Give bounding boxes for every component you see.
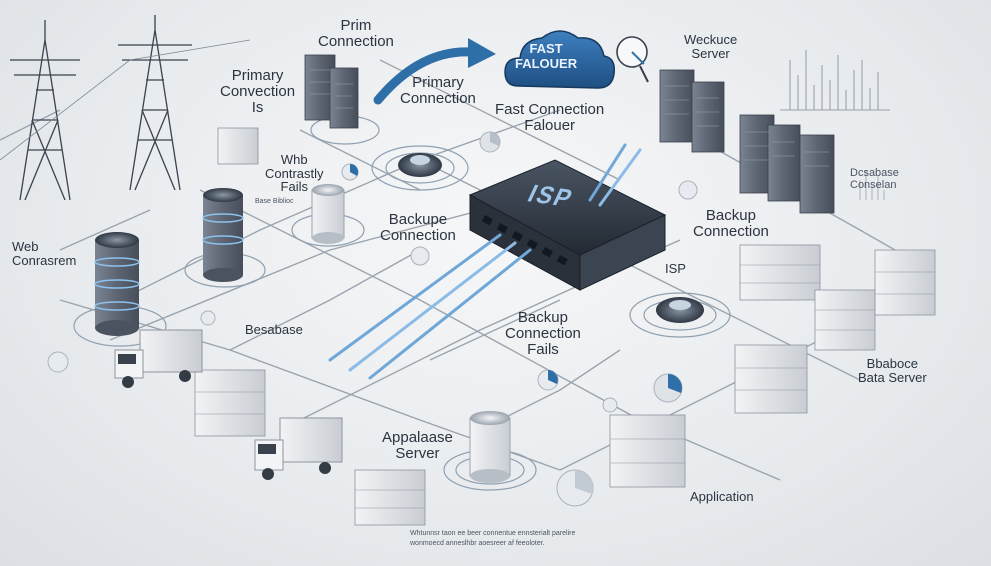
label-application: Application <box>690 489 754 504</box>
database-stack-icon <box>311 184 345 244</box>
pie-chart-icon <box>47 131 698 507</box>
footer-line-1: Whtunnsr taon ee beer connentue ennsteri… <box>410 530 576 537</box>
gauge-icon <box>616 36 649 83</box>
truck-icon <box>254 417 343 480</box>
label-tiny-caption: Base Biblioc <box>255 198 294 205</box>
failover-arrow <box>373 47 475 105</box>
cloud-icon <box>504 30 616 89</box>
database-stack-icon <box>202 188 244 282</box>
server-rack-icon <box>194 127 936 526</box>
server-rack-icon <box>304 54 835 214</box>
bar-chart-decor <box>859 170 885 200</box>
database-stack-icon <box>94 232 140 336</box>
footer-line-2: wonmoecd anneslhbr aoesreer af feeoloter… <box>410 540 545 547</box>
label-besabase: Besabase <box>245 322 303 337</box>
network-cables <box>328 143 642 380</box>
router-disc-icon <box>398 153 704 323</box>
truck-icon <box>114 329 203 388</box>
bar-chart-decor <box>780 50 890 111</box>
power-tower-icon <box>10 20 80 201</box>
network-switch-icon <box>468 159 667 291</box>
database-stack-icon <box>469 411 511 483</box>
power-tower-icon <box>118 15 192 191</box>
label-isp: ISP <box>665 261 686 276</box>
